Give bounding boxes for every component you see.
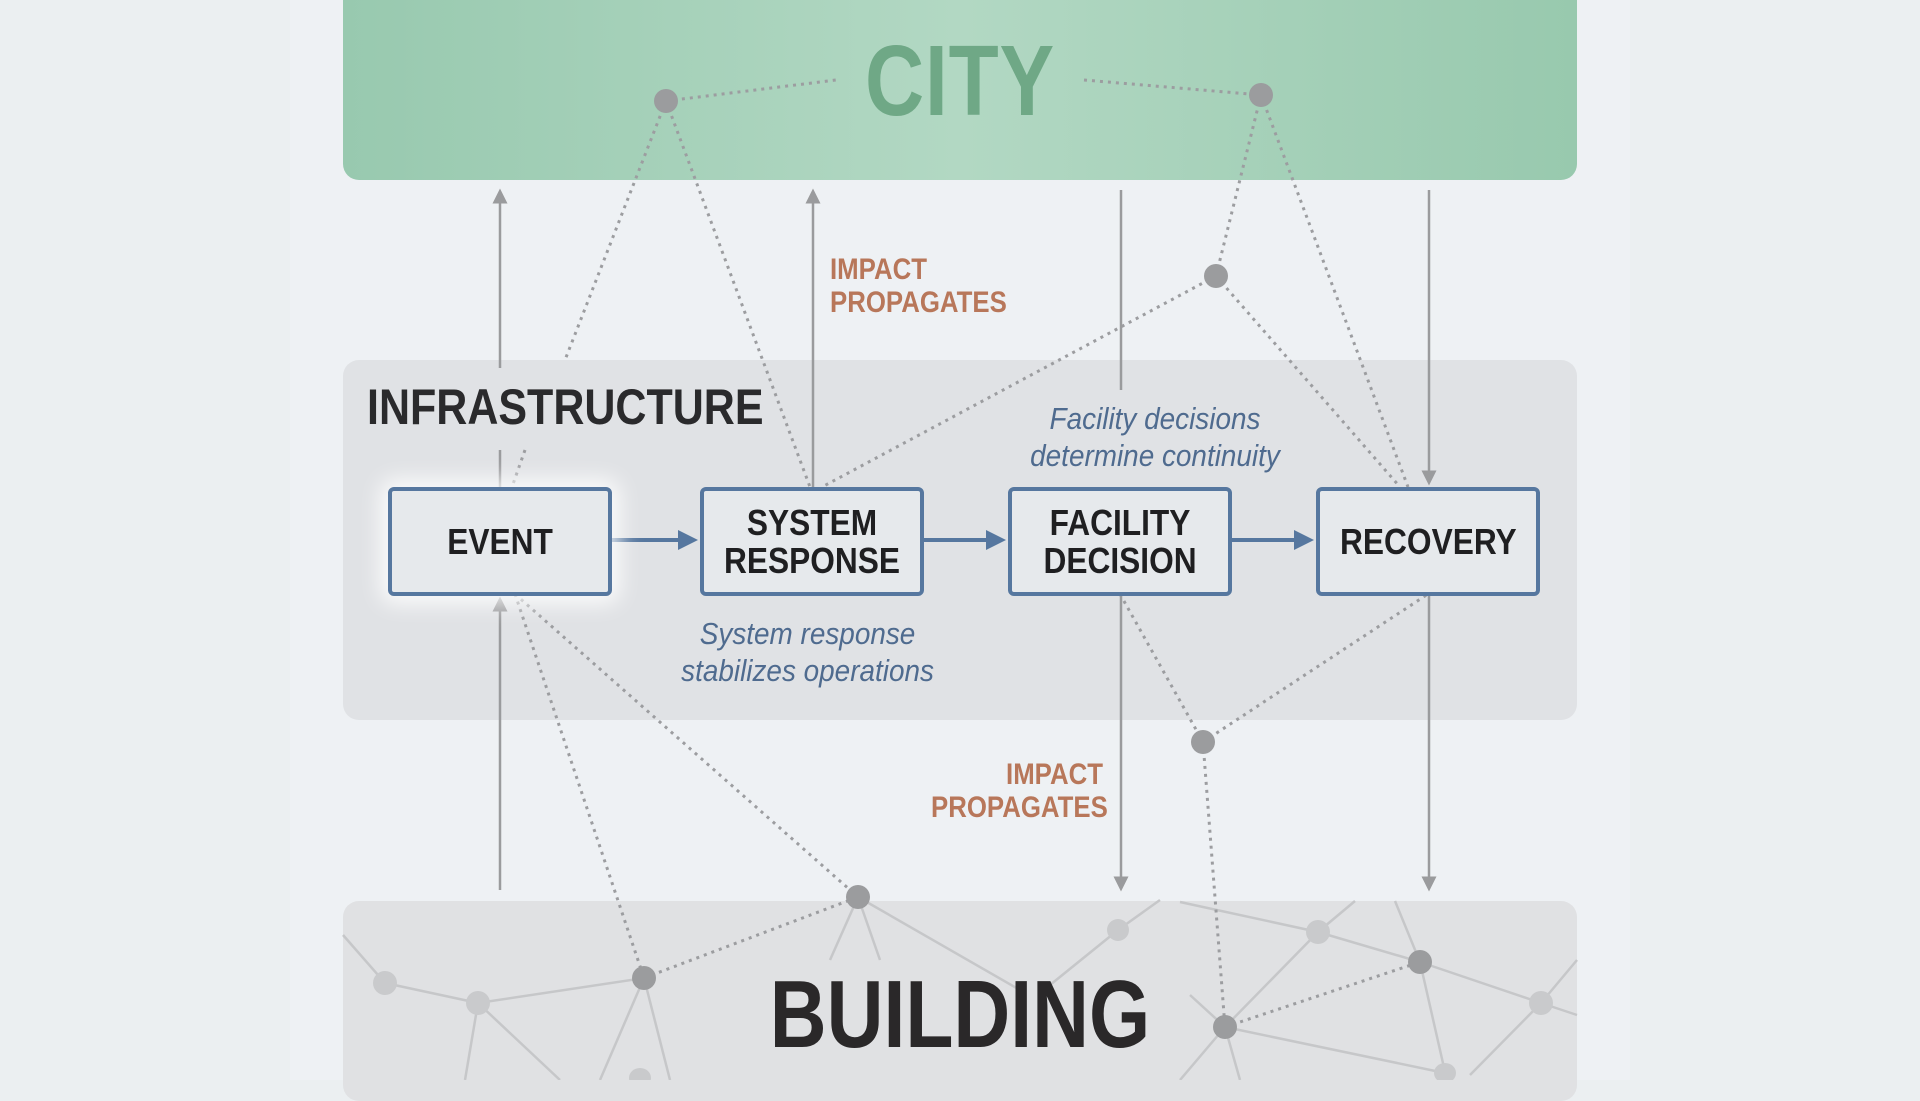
step-system-response-box: SYSTEM RESPONSE xyxy=(700,487,924,596)
step-system-response-line1: SYSTEM xyxy=(746,501,878,543)
building-layer-title: BUILDING xyxy=(769,961,1151,1068)
city-layer-panel xyxy=(343,0,1577,180)
facility-caption-line2: determine continuity xyxy=(1030,438,1280,473)
impact-propagates-upper-label: IMPACT PROPAGATES xyxy=(830,253,1007,319)
impact-lower-line2: PROPAGATES xyxy=(931,791,1108,824)
step-event-label: EVENT xyxy=(447,520,553,562)
system-response-caption: System response stabilizes operations xyxy=(675,615,941,689)
step-system-response-line2: RESPONSE xyxy=(723,539,901,581)
facility-decision-caption: Facility decisions determine continuity xyxy=(1025,400,1286,474)
impact-upper-line2: PROPAGATES xyxy=(830,286,1007,319)
building-faint-nodes xyxy=(373,919,1553,1080)
step-recovery-box: RECOVERY xyxy=(1316,487,1540,596)
step-event-box: EVENT xyxy=(388,487,612,596)
impact-propagates-lower-label: IMPACT PROPAGATES xyxy=(931,758,1108,824)
step-facility-decision-box: FACILITY DECISION xyxy=(1008,487,1232,596)
system-caption-line1: System response xyxy=(699,616,916,651)
city-layer-title: CITY xyxy=(864,25,1056,137)
step-facility-decision-line2: DECISION xyxy=(1043,539,1197,581)
dotted-network-links xyxy=(510,78,1429,1029)
impact-lower-line1: IMPACT xyxy=(1006,758,1103,791)
system-caption-line2: stabilizes operations xyxy=(681,653,934,688)
vertical-propagation-arrows xyxy=(492,188,1437,892)
step-recovery-label: RECOVERY xyxy=(1339,520,1517,562)
impact-upper-line1: IMPACT xyxy=(830,253,927,286)
infrastructure-layer-title: INFRASTRUCTURE xyxy=(367,379,764,435)
step-facility-decision-line1: FACILITY xyxy=(1049,501,1191,543)
network-nodes xyxy=(632,83,1432,1039)
facility-caption-line1: Facility decisions xyxy=(1049,401,1261,436)
